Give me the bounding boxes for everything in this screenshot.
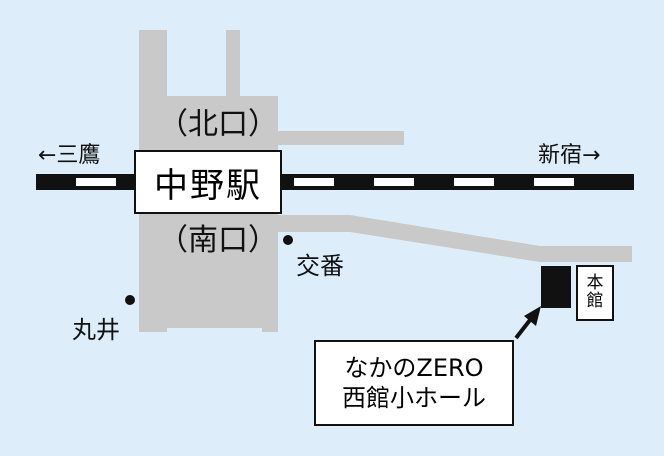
venue-name: なかのZERO xyxy=(344,354,484,382)
station-name: 中野駅 xyxy=(154,165,262,206)
marui-dot xyxy=(125,295,135,305)
road-south-branch xyxy=(278,215,632,262)
rail-light-segments xyxy=(76,178,574,186)
rail-segment xyxy=(534,178,574,186)
venue-hall: 西館小ホール xyxy=(342,384,486,412)
marui-label: 丸井 xyxy=(72,316,120,344)
road-north-spur xyxy=(226,30,240,96)
honkan-char-1: 本 xyxy=(586,273,604,294)
rail-segment xyxy=(454,178,494,186)
koban-dot xyxy=(283,235,293,245)
rail-segment xyxy=(294,178,334,186)
north-exit-label: （北口） xyxy=(158,107,278,142)
south-exit-label: （南口） xyxy=(158,223,278,258)
venue-west-building xyxy=(541,266,571,308)
koban-label: 交番 xyxy=(296,252,344,280)
direction-west-label: ←三鷹 xyxy=(38,143,101,168)
station-name-box: 中野駅 xyxy=(134,150,282,214)
direction-east-label: 新宿→ xyxy=(538,143,601,168)
venue-callout: なかのZERO 西館小ホール xyxy=(314,340,514,426)
railway-line xyxy=(36,174,634,190)
leader-arrow xyxy=(514,306,541,340)
rail-segment xyxy=(374,178,414,186)
road-north-branch xyxy=(278,131,404,145)
honkan-char-2: 館 xyxy=(586,291,604,311)
rail-segment xyxy=(76,178,116,186)
honkan-building: 本 館 xyxy=(576,265,614,321)
